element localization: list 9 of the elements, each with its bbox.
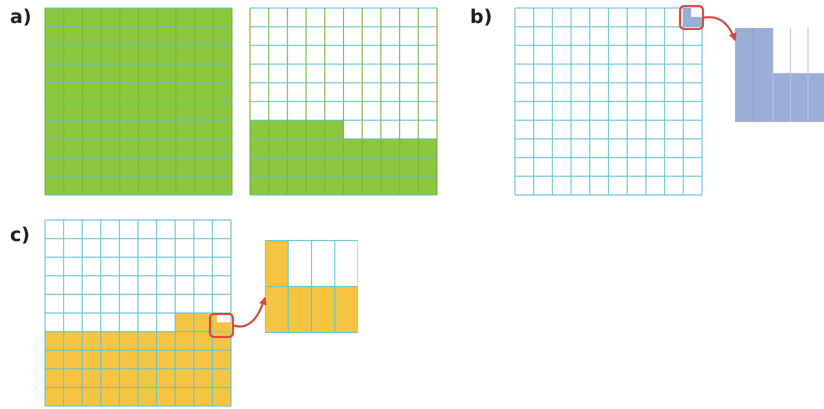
part-label: c) [10,224,30,246]
part-label: a) [10,6,32,28]
highlight-frame [679,5,704,30]
arrow [234,296,266,328]
magnified-square-drawing [735,28,824,122]
arrow [704,16,736,42]
highlight-frame [209,313,234,338]
magnified-square-drawing [265,240,358,333]
part-label: b) [470,6,492,28]
